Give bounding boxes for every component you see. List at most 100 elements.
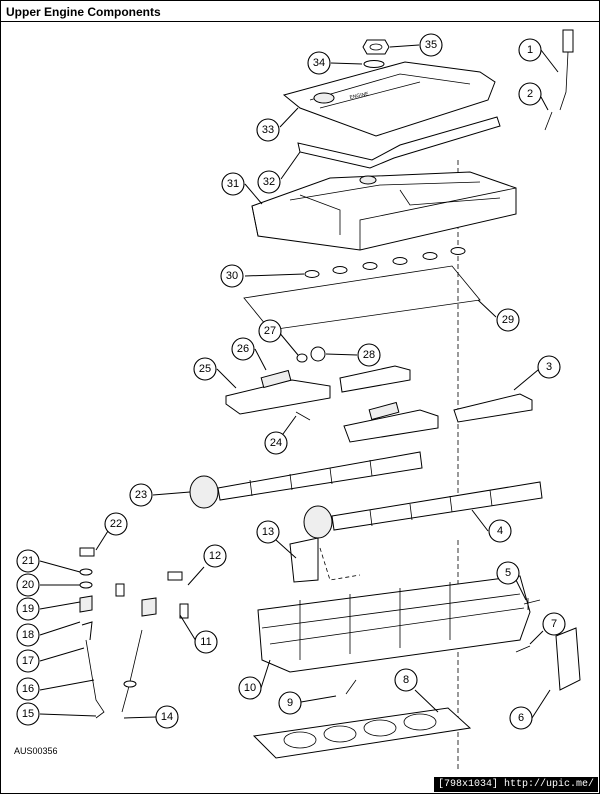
svg-text:19: 19: [22, 603, 34, 615]
callout-28: 28: [357, 343, 381, 367]
callout-34: 34: [307, 51, 331, 75]
svg-text:13: 13: [262, 526, 274, 538]
svg-text:27: 27: [264, 325, 276, 337]
svg-text:12: 12: [209, 550, 221, 562]
diagram-title: Upper Engine Components: [6, 5, 161, 19]
spark-plug-seals: [304, 247, 466, 278]
valve-cover-gasket: [243, 265, 481, 331]
svg-text:22: 22: [110, 518, 122, 530]
svg-text:1: 1: [527, 44, 533, 56]
svg-text:20: 20: [22, 579, 34, 591]
callout-5: 5: [496, 561, 520, 585]
svg-text:33: 33: [262, 124, 274, 136]
svg-text:21: 21: [22, 555, 34, 567]
camshaft-bearing-caps-right: [343, 393, 533, 443]
exhaust-camshaft: [303, 481, 543, 539]
figure-id: AUS00356: [14, 746, 58, 756]
leader-lines: [39, 44, 559, 719]
callout-32: 32: [257, 170, 281, 194]
valve-assembly-intake: [79, 547, 125, 719]
vct-oil-screen: [310, 346, 326, 362]
valve-cover: [251, 171, 517, 251]
temperature-sensor: [523, 598, 541, 610]
svg-text:28: 28: [363, 349, 375, 361]
cylinder-head: [257, 575, 531, 673]
intake-camshaft: [189, 451, 423, 509]
svg-text:16: 16: [22, 683, 34, 695]
callout-35: 35: [419, 33, 443, 57]
callout-8: 8: [394, 668, 418, 692]
svg-text:6: 6: [518, 712, 524, 724]
engine-cover: ENGINE: [282, 61, 496, 137]
callout-22: 22: [104, 512, 128, 536]
filler-cap-seal: [363, 60, 385, 68]
callout-31: 31: [221, 172, 245, 196]
callout-19: 19: [16, 597, 40, 621]
callout-23: 23: [129, 483, 153, 507]
svg-text:18: 18: [22, 629, 34, 641]
svg-text:5: 5: [505, 567, 511, 579]
front-lifting-bracket: [289, 537, 319, 583]
rear-lifting-eye: [555, 627, 581, 691]
callout-25: 25: [193, 357, 217, 381]
callout-12: 12: [203, 544, 227, 568]
callout-26: 26: [231, 337, 255, 361]
callout-29: 29: [496, 308, 520, 332]
ignition-coil: [559, 29, 574, 111]
callout-16: 16: [16, 677, 40, 701]
alignment-line: [319, 547, 361, 581]
callout-33: 33: [256, 118, 280, 142]
oil-pressure-sensor: [515, 645, 531, 653]
svg-text:3: 3: [546, 361, 552, 373]
callout-10: 10: [238, 676, 262, 700]
callout-9: 9: [278, 691, 302, 715]
callout-27: 27: [258, 319, 282, 343]
valve-assembly-exhaust: [121, 571, 189, 713]
svg-text:29: 29: [502, 314, 514, 326]
svg-text:17: 17: [22, 655, 34, 667]
callout-11: 11: [194, 630, 218, 654]
svg-text:2: 2: [527, 88, 533, 100]
svg-text:26: 26: [237, 343, 249, 355]
svg-text:24: 24: [270, 437, 282, 449]
svg-text:7: 7: [551, 618, 557, 630]
callout-3: 3: [537, 355, 561, 379]
callout-18: 18: [16, 623, 40, 647]
callout-30: 30: [220, 264, 244, 288]
svg-text:32: 32: [263, 176, 275, 188]
cover-gasket: [297, 116, 501, 169]
callout-4: 4: [488, 519, 512, 543]
svg-text:4: 4: [497, 525, 503, 537]
coolant-sensor: [345, 679, 357, 695]
callout-6: 6: [509, 706, 533, 730]
callout-21: 21: [16, 549, 40, 573]
svg-text:30: 30: [226, 270, 238, 282]
vct-solenoid: [260, 369, 400, 421]
callout-2: 2: [518, 82, 542, 106]
svg-text:14: 14: [161, 711, 173, 723]
svg-text:10: 10: [244, 682, 256, 694]
title-rule: [0, 21, 600, 22]
cover-lettering: ENGINE: [349, 91, 370, 101]
svg-text:15: 15: [22, 708, 34, 720]
oil-filler-cap: [362, 39, 390, 55]
callout-13: 13: [256, 520, 280, 544]
callout-1: 1: [518, 38, 542, 62]
callout-17: 17: [16, 649, 40, 673]
callout-15: 15: [16, 702, 40, 726]
svg-text:25: 25: [199, 363, 211, 375]
svg-text:31: 31: [227, 178, 239, 190]
callout-7: 7: [542, 612, 566, 636]
camshaft-bearing-caps-left: [225, 365, 411, 415]
callout-20: 20: [16, 573, 40, 597]
watermark: [798x1034] http://upic.me/: [433, 777, 598, 792]
head-gasket: [252, 707, 472, 759]
callout-14: 14: [155, 705, 179, 729]
svg-text:11: 11: [200, 636, 211, 648]
svg-text:8: 8: [403, 674, 409, 686]
svg-text:9: 9: [287, 697, 293, 709]
svg-text:35: 35: [425, 39, 437, 51]
ignition-coil-boot: [544, 111, 553, 131]
